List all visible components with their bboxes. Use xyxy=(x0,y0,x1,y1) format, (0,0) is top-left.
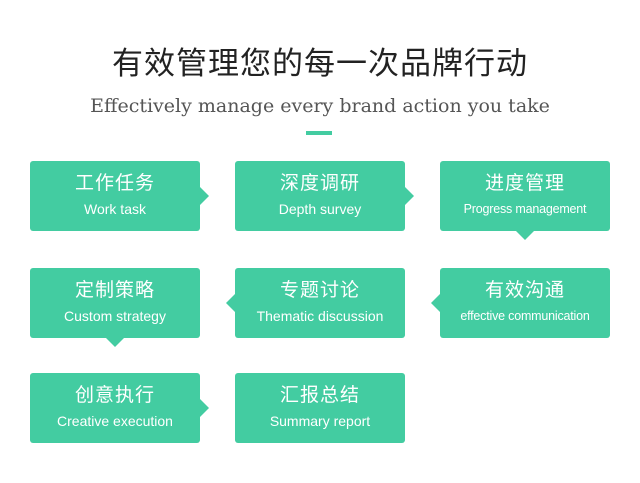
arrow-left-icon xyxy=(431,294,440,312)
title-divider xyxy=(306,131,332,135)
step-work-task: 工作任务 Work task xyxy=(30,161,200,231)
step-label-zh: 创意执行 xyxy=(74,384,155,406)
step-label-en: Creative execution xyxy=(57,413,173,429)
step-summary-report: 汇报总结 Summary report xyxy=(235,373,405,443)
arrow-left-icon xyxy=(226,294,235,312)
arrow-down-icon xyxy=(516,231,534,240)
step-label-zh: 定制策略 xyxy=(74,279,155,301)
page-subtitle: Effectively manage every brand action yo… xyxy=(90,95,550,117)
step-label-zh: 工作任务 xyxy=(74,172,155,194)
step-label-en: Depth survey xyxy=(278,201,362,217)
step-label-en: effective communication xyxy=(460,309,590,323)
arrow-right-icon xyxy=(200,187,209,205)
step-label-zh: 有效沟通 xyxy=(484,279,565,301)
page-title: 有效管理您的每一次品牌行动 xyxy=(112,46,528,82)
step-effective-communication: 有效沟通 effective communication xyxy=(440,268,610,338)
step-custom-strategy: 定制策略 Custom strategy xyxy=(30,268,200,338)
step-label-zh: 汇报总结 xyxy=(279,384,360,406)
step-label-en: Work task xyxy=(84,201,146,217)
step-label-zh: 进度管理 xyxy=(484,172,565,194)
arrow-right-icon xyxy=(405,187,414,205)
step-label-en: Thematic discussion xyxy=(256,308,384,324)
step-label-en: Custom strategy xyxy=(64,308,166,324)
step-creative-execution: 创意执行 Creative execution xyxy=(30,373,200,443)
arrow-right-icon xyxy=(200,399,209,417)
step-depth-survey: 深度调研 Depth survey xyxy=(235,161,405,231)
step-label-zh: 深度调研 xyxy=(279,172,360,194)
arrow-down-icon xyxy=(106,338,124,347)
step-progress-management: 进度管理 Progress management xyxy=(440,161,610,231)
step-thematic-discussion: 专题讨论 Thematic discussion xyxy=(235,268,405,338)
step-label-en: Summary report xyxy=(269,413,371,429)
step-label-en: Progress management xyxy=(463,202,587,216)
step-label-zh: 专题讨论 xyxy=(279,279,360,301)
